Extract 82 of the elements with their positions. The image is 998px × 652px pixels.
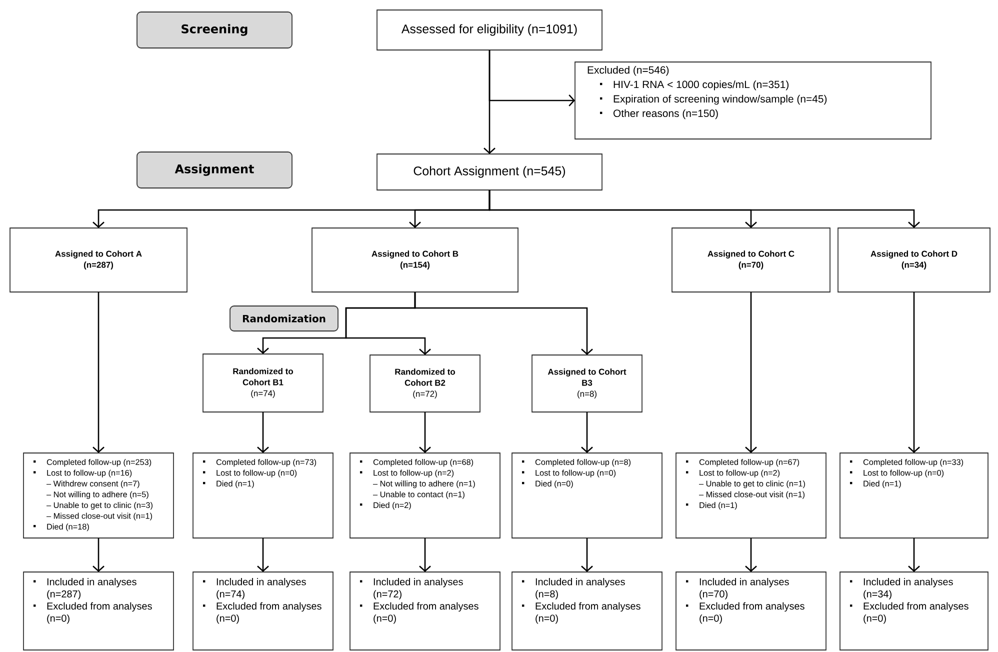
arrow bbox=[745, 292, 757, 453]
analysis-box bbox=[23, 572, 174, 650]
arrow bbox=[257, 412, 269, 453]
arrow bbox=[488, 50, 575, 106]
list-item: Included in analyses (n=74) bbox=[203, 578, 306, 600]
list-item: Died (n=0) bbox=[522, 480, 573, 488]
follow-up-box bbox=[192, 452, 334, 538]
list-item: Completed follow-up (n=8) bbox=[522, 459, 631, 467]
follow-up-box bbox=[23, 452, 174, 538]
list-item: Died (n=1) bbox=[686, 502, 737, 510]
analysis-box bbox=[350, 572, 500, 650]
arrow bbox=[488, 190, 920, 228]
arrow bbox=[908, 292, 920, 453]
list-item: – Withdrew consent (n=7) bbox=[46, 480, 140, 488]
arrow bbox=[745, 538, 757, 572]
arrow bbox=[92, 538, 104, 572]
list-item: Died (n=1) bbox=[850, 480, 901, 488]
list-item: – Unable to get to clinic (n=1) bbox=[699, 480, 805, 488]
arrow bbox=[908, 538, 920, 572]
list-item: Excluded from analyses (n=0) bbox=[522, 602, 640, 624]
list-item: Completed follow-up (n=253) bbox=[34, 459, 152, 467]
list-item: Lost to follow-up (n=2) bbox=[360, 470, 454, 478]
list-item: Included in analyses (n=70) bbox=[686, 578, 789, 600]
list-item: – Not willing to adhere (n=5) bbox=[46, 491, 148, 499]
list-item: Lost to follow-up (n=2) bbox=[686, 470, 780, 478]
list-item: Died (n=1) bbox=[203, 480, 254, 488]
list-item: Died (n=2) bbox=[360, 502, 411, 510]
cohort-box: Assigned to Cohort D (n=34) bbox=[838, 228, 990, 292]
exclusion-box bbox=[574, 62, 932, 140]
list-item: Included in analyses (n=8) bbox=[522, 578, 625, 600]
list-item: – Not willing to adhere (n=1) bbox=[373, 480, 475, 488]
list-item: Lost to follow-up (n=16) bbox=[34, 470, 132, 478]
arrow bbox=[419, 538, 431, 572]
list-item: – Missed close-out visit (n=1) bbox=[46, 512, 152, 520]
cohort-box: Assigned to Cohort C (n=70) bbox=[672, 228, 830, 292]
cohort-box: Assigned to Cohort B (n=154) bbox=[312, 228, 518, 292]
follow-up-box bbox=[350, 452, 500, 538]
cohort-box: Assigned to Cohort B3 (n=8) bbox=[532, 354, 642, 412]
arrow bbox=[414, 292, 593, 355]
list-item: Excluded from analyses (n=0) bbox=[360, 602, 478, 624]
list-item: Lost to follow-up (n=0) bbox=[203, 470, 297, 478]
list-heading: Excluded (n=546) bbox=[588, 66, 669, 76]
list-item: – Unable to get to clinic (n=3) bbox=[46, 502, 152, 510]
analysis-box bbox=[192, 572, 334, 650]
list-item: – Missed close-out visit (n=1) bbox=[699, 491, 804, 499]
list-item: Excluded from analyses (n=0) bbox=[203, 602, 322, 624]
arrow bbox=[419, 412, 431, 453]
list-item: Included in analyses (n=287) bbox=[34, 578, 136, 600]
cohort-box: Randomized to Cohort B2 (n=72) bbox=[370, 354, 480, 412]
cohort-box: Assigned to Cohort A (n=287) bbox=[10, 228, 188, 292]
list-item: Excluded from analyses (n=0) bbox=[34, 602, 152, 624]
list-item: Completed follow-up (n=73) bbox=[203, 459, 316, 467]
stage-label: Screening bbox=[136, 12, 292, 48]
process-box: Assessed for eligibility (n=1091) bbox=[376, 10, 602, 50]
list-item: Completed follow-up (n=67) bbox=[686, 459, 800, 467]
list-item: Excluded from analyses (n=0) bbox=[686, 602, 804, 624]
list-item: Expiration of screening window/sample (n=45) bbox=[600, 94, 827, 105]
list-item: Lost to follow-up (n=0) bbox=[522, 470, 616, 478]
follow-up-box bbox=[840, 452, 988, 538]
analysis-box bbox=[840, 572, 988, 650]
analysis-box bbox=[676, 572, 826, 650]
list-item: Completed follow-up (n=33) bbox=[850, 459, 964, 467]
list-item: Included in analyses (n=72) bbox=[360, 578, 463, 600]
stage-label: Assignment bbox=[136, 152, 292, 188]
list-item: Included in analyses (n=34) bbox=[850, 578, 953, 600]
list-item: Excluded from analyses (n=0) bbox=[850, 602, 968, 624]
list-item: HIV-1 RNA < 1000 copies/mL (n=351) bbox=[600, 80, 788, 90]
follow-up-box bbox=[676, 452, 826, 538]
stage-label: Randomization bbox=[230, 306, 338, 332]
list-item: Completed follow-up (n=68) bbox=[360, 459, 474, 467]
arrow bbox=[92, 292, 104, 453]
process-box: Cohort Assignment (n=545) bbox=[376, 154, 602, 190]
list-item: – Unable to contact (n=1) bbox=[373, 491, 464, 499]
follow-up-box bbox=[512, 452, 662, 538]
arrow bbox=[257, 538, 269, 572]
arrow bbox=[581, 412, 593, 453]
list-item: Lost to follow-up (n=0) bbox=[850, 470, 944, 478]
arrow bbox=[581, 538, 593, 572]
analysis-box bbox=[512, 572, 662, 650]
cohort-box: Randomized to Cohort B1 (n=74) bbox=[202, 354, 324, 412]
list-item: Died (n=18) bbox=[34, 524, 89, 532]
list-item: Other reasons (n=150) bbox=[600, 109, 718, 120]
